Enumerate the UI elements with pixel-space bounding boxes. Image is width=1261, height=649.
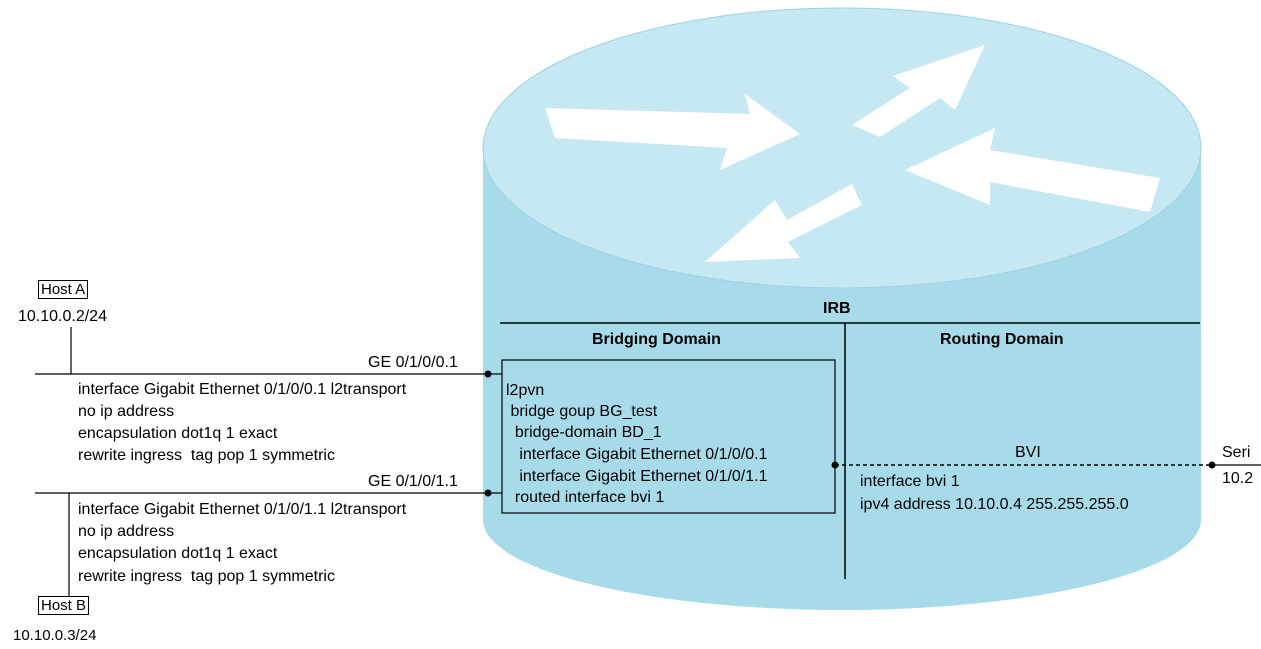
port-ge2-label: GE 0/1/0/1.1 (368, 473, 458, 490)
l2vpn-box (501, 359, 836, 514)
host-b-ip: 10.10.0.3/24 (13, 627, 97, 644)
l2vpn-line: bridge-domain BD_1 (506, 424, 662, 441)
port-ge2-dot (484, 489, 492, 497)
arrow-left-icon (905, 128, 1160, 212)
host-b-box: Host B (38, 596, 90, 615)
router-arrows-icon (545, 45, 1160, 262)
bvi-config-line: interface bvi 1 (860, 473, 960, 490)
l2vpn-line: routed interface bvi 1 (506, 489, 665, 506)
l2vpn-line: interface Gigabit Ethernet 0/1/0/1.1 (506, 468, 768, 485)
port-ge1-dot (484, 370, 492, 378)
config-b-line: encapsulation dot1q 1 exact (78, 545, 278, 562)
router-top-rim (482, 7, 1202, 289)
irb-title: IRB (823, 300, 851, 317)
arrow-right-icon (545, 94, 800, 170)
config-b-line: interface Gigabit Ethernet 0/1/0/1.1 l2t… (78, 501, 407, 518)
l2vpn-line: interface Gigabit Ethernet 0/1/0/0.1 (506, 446, 768, 463)
config-a-line: no ip address (78, 403, 175, 420)
l2vpn-line: l2pvn (506, 382, 545, 399)
arrow-up-right-icon (852, 45, 985, 137)
host-b-label: Host B (41, 597, 87, 614)
router-top (483, 8, 1201, 288)
serial-ip-label: 10.2 (1222, 470, 1254, 487)
host-a-box: Host A (38, 280, 89, 299)
bvi-config-line: ipv4 address 10.10.0.4 255.255.255.0 (860, 496, 1129, 513)
port-ge1-label: GE 0/1/0/0.1 (368, 354, 458, 371)
bvi-label: BVI (1015, 444, 1041, 461)
config-b-line: no ip address (78, 523, 175, 540)
bridging-domain-title: Bridging Domain (592, 331, 721, 348)
bvi-dot (831, 461, 839, 469)
serial-label: Seri (1222, 444, 1251, 461)
config-b-line: rewrite ingress tag pop 1 symmetric (78, 568, 335, 585)
arrow-down-left-icon (705, 184, 862, 262)
routing-domain-title: Routing Domain (940, 331, 1064, 348)
host-a-ip: 10.10.0.2/24 (18, 308, 107, 325)
l2vpn-line: bridge goup BG_test (506, 403, 658, 420)
config-a-line: interface Gigabit Ethernet 0/1/0/0.1 l2t… (78, 381, 407, 398)
config-a-line: rewrite ingress tag pop 1 symmetric (78, 447, 335, 464)
router-cylinder (482, 7, 1202, 610)
host-a-label: Host A (41, 281, 86, 298)
config-a-line: encapsulation dot1q 1 exact (78, 425, 278, 442)
